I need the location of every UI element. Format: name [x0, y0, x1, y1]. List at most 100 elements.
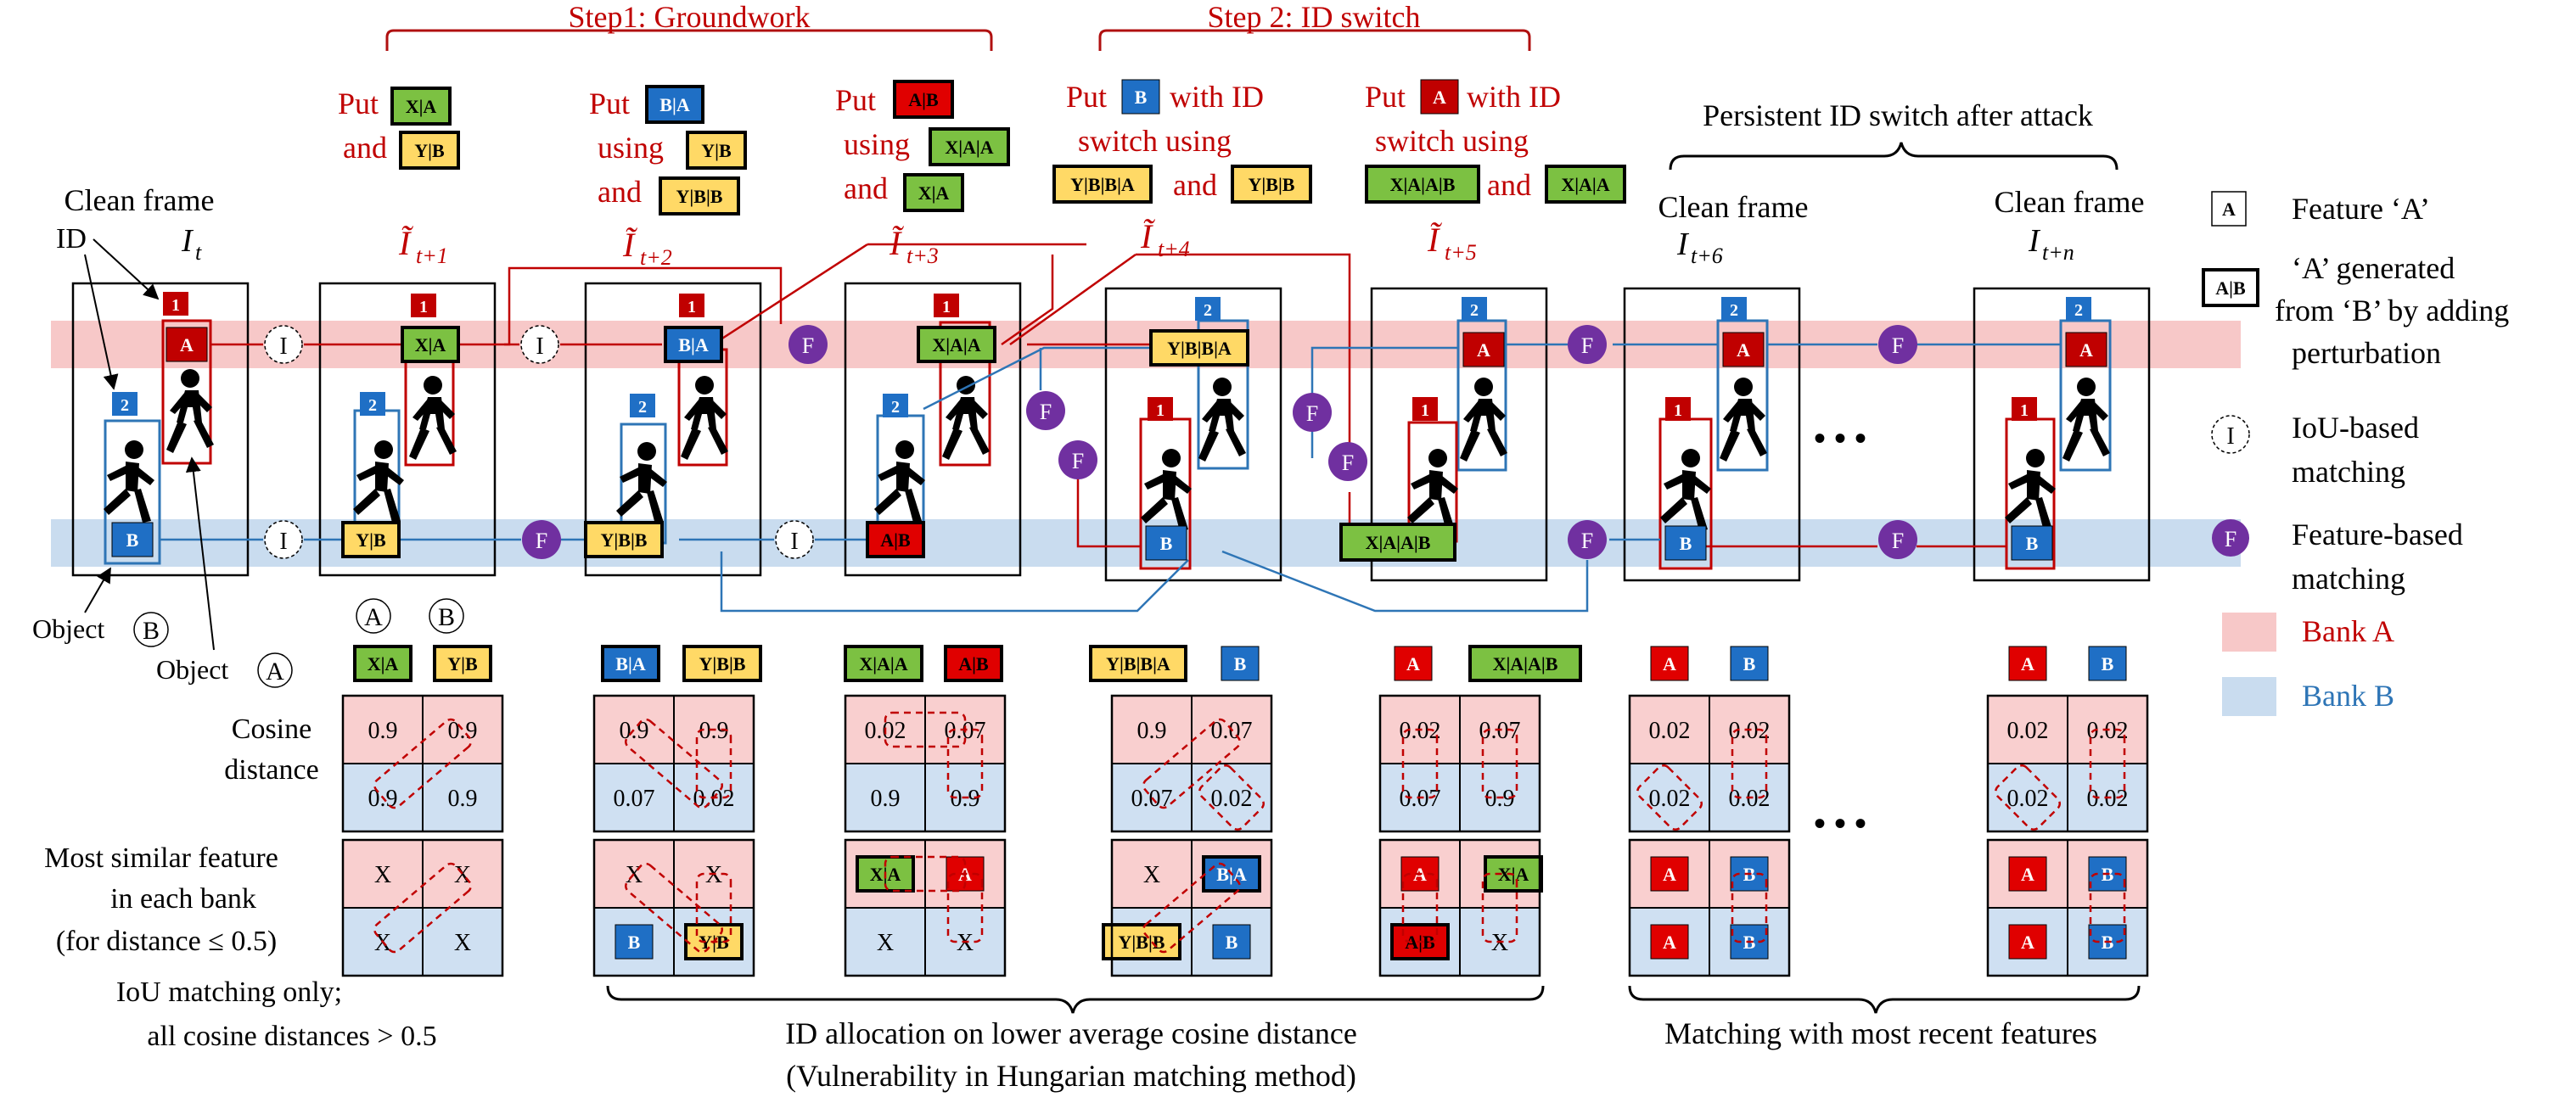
- svg-text:B: B: [1743, 653, 1756, 674]
- match-highlight: [1731, 872, 1768, 943]
- svg-text:A: A: [364, 603, 383, 631]
- match-highlight: [1142, 862, 1241, 954]
- cosine-label: distance: [224, 754, 318, 786]
- svg-text:t+5: t+5: [1445, 240, 1477, 265]
- svg-text:Y|B: Y|B: [447, 653, 478, 674]
- feature-node: F: [1293, 393, 1332, 432]
- tag-id2: 2: [112, 392, 137, 416]
- svg-text:F: F: [1581, 529, 1593, 553]
- ellipsis: • • •: [1814, 419, 1866, 457]
- svg-text:1: 1: [1156, 401, 1165, 420]
- svg-text:Clean frame: Clean frame: [1995, 185, 2145, 219]
- empty-mark: X: [877, 930, 894, 956]
- empty-mark: X: [374, 862, 391, 888]
- tag-id2: 2: [1195, 297, 1221, 321]
- svg-text:A: A: [1663, 864, 1676, 885]
- svg-text:A: A: [2222, 199, 2236, 220]
- svg-text:X|A: X|A: [368, 653, 399, 674]
- svg-text:B: B: [1226, 932, 1238, 953]
- cosine-value: 0.9: [448, 718, 478, 744]
- svg-text:2: 2: [1730, 301, 1738, 320]
- frame-t6: [1623, 287, 1801, 582]
- tag-ab: A|B: [944, 645, 1003, 682]
- tag-b: B: [2011, 525, 2053, 561]
- tag-xaa: X|A|A: [929, 127, 1010, 166]
- tag-id1: 1: [934, 294, 959, 317]
- tag-id2: 2: [1462, 297, 1487, 321]
- step1-title: Step1: Groundwork: [569, 0, 811, 34]
- svg-text:2: 2: [2074, 301, 2083, 320]
- svg-text:X|A|A|B: X|A|A|B: [1390, 174, 1456, 195]
- svg-text:B: B: [1135, 87, 1148, 108]
- svg-text:with ID: with ID: [1170, 80, 1264, 114]
- cosine-cell: [422, 695, 503, 764]
- svg-text:and: and: [343, 131, 387, 165]
- tag-b: B: [1212, 924, 1251, 960]
- svg-text:‘A’ generated: ‘A’ generated: [2292, 251, 2455, 285]
- tag-a: A: [1650, 924, 1689, 960]
- svg-text:t+1: t+1: [416, 243, 448, 268]
- step-braces: [385, 29, 2119, 171]
- tag-b: B: [1221, 646, 1260, 681]
- svg-text:F: F: [1040, 400, 1052, 424]
- svg-text:using: using: [844, 127, 910, 161]
- svg-text:B: B: [126, 529, 139, 551]
- frame-t1: [318, 282, 497, 577]
- brace-persistent: [1669, 142, 2119, 171]
- step2-title: Step 2: ID switch: [1208, 0, 1421, 34]
- svg-text:Y|B|B: Y|B|B: [699, 653, 746, 674]
- tag-ybba: Y|B|B|A: [1052, 165, 1153, 204]
- svg-text:IoU-based: IoU-based: [2292, 411, 2419, 445]
- cosine-value: 0.02: [1729, 786, 1771, 812]
- svg-text:switch using: switch using: [1078, 124, 1232, 158]
- svg-text:Y|B|B|A: Y|B|B|A: [1070, 174, 1135, 195]
- cosine-value: 0.9: [368, 718, 398, 744]
- svg-text:Ĩ: Ĩ: [622, 226, 637, 264]
- cosine-label: Cosine: [232, 714, 311, 745]
- match-highlight: [1401, 872, 1439, 943]
- match-highlight: [1481, 872, 1518, 943]
- svg-text:and: and: [844, 171, 888, 205]
- tag-id1: 1: [1148, 397, 1173, 421]
- svg-text:A|B: A|B: [958, 653, 989, 674]
- svg-text:A|B: A|B: [908, 89, 939, 110]
- svg-text:X|A|A|B: X|A|A|B: [1493, 653, 1558, 674]
- tag-id1: 1: [679, 294, 704, 317]
- cosine-value: 0.9: [951, 786, 980, 812]
- tag-id2: 2: [630, 394, 655, 417]
- legend-generated: A|B ‘A’ generated from ‘B’ by adding per…: [2202, 251, 2509, 370]
- svg-text:using: using: [598, 131, 664, 165]
- tag-a: A: [2008, 646, 2047, 681]
- svg-text:and: and: [598, 175, 642, 209]
- cosine-value: 0.02: [1649, 718, 1691, 744]
- svg-text:t+3: t+3: [906, 243, 939, 268]
- svg-text:B: B: [628, 932, 641, 953]
- svg-text:Put: Put: [338, 87, 379, 120]
- tag-xaab: X|A|A|B: [1339, 523, 1456, 562]
- most-similar-label: (for distance ≤ 0.5): [56, 926, 277, 957]
- tag-id1: 1: [1665, 397, 1691, 421]
- svg-text:and: and: [1173, 168, 1217, 202]
- svg-text:B: B: [1234, 653, 1247, 674]
- svg-text:Bank B: Bank B: [2302, 679, 2394, 713]
- svg-text:Ĩ: Ĩ: [398, 224, 413, 262]
- iou-only-label: IoU matching only;: [116, 977, 342, 1008]
- svg-text:B|A: B|A: [678, 334, 709, 355]
- feature-node: F: [1058, 440, 1097, 479]
- match-highlight: [373, 862, 472, 954]
- matching-nodes: I I I I F F F F: [264, 325, 1917, 559]
- svg-text:t+4: t+4: [1158, 237, 1190, 261]
- svg-text:A: A: [1663, 932, 1676, 953]
- match-highlight: [1142, 718, 1241, 809]
- cosine-cell: [1111, 695, 1193, 764]
- tag-ab: A|B: [866, 521, 925, 558]
- svg-text:t+6: t+6: [1691, 243, 1723, 268]
- svg-text:A: A: [2021, 653, 2034, 674]
- tag-id1: 1: [411, 294, 436, 317]
- cosine-value: 0.9: [448, 786, 478, 812]
- empty-mark: X: [705, 862, 722, 888]
- svg-text:2: 2: [368, 396, 377, 415]
